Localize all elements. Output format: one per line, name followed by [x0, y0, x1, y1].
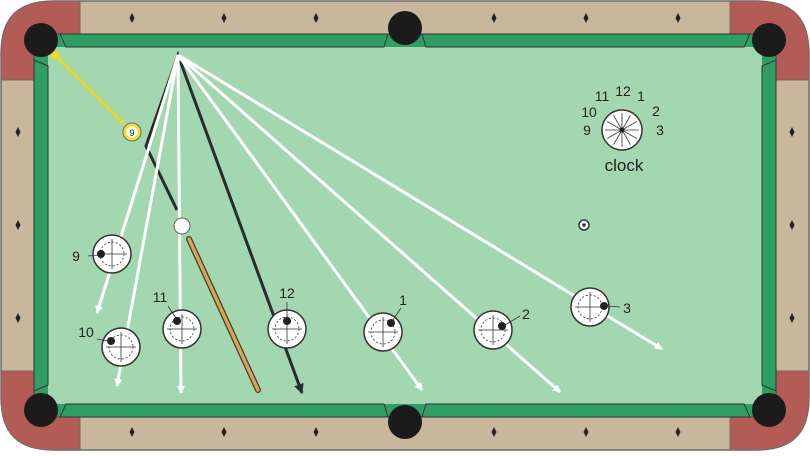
contact-point [387, 319, 395, 327]
cushion-bottom-right [421, 403, 751, 418]
rail-diamond-top-1 [221, 13, 227, 23]
rail-diamond-top-0 [129, 13, 135, 23]
clock-reference: 11 12 1 10 2 9 3 clock [581, 83, 664, 175]
clock-number-9: 9 [583, 122, 591, 138]
cushion-bottom-left [59, 403, 389, 418]
clock-number-11: 11 [595, 88, 610, 104]
contact-point [97, 250, 105, 258]
spin-diagram-12: 12 [267, 285, 307, 349]
spin-diagram-label: 1 [399, 292, 407, 308]
spin-diagram-11: 11 [153, 289, 202, 349]
spin-diagram-2: 2 [473, 306, 530, 350]
rail-diamond-right-2 [789, 313, 795, 323]
contact-point [173, 317, 181, 325]
spin-diagram-label: 3 [623, 300, 631, 316]
contact-point [107, 337, 115, 345]
foot-spot [578, 219, 590, 231]
rail-diamond-bottom-5 [675, 427, 681, 437]
rail-diamond-top-5 [675, 13, 681, 23]
spin-diagram-3: 3 [570, 287, 631, 327]
rail-diamond-left-2 [15, 313, 21, 323]
contact-point [498, 322, 506, 330]
spin-diagram-label: 9 [72, 248, 80, 264]
clock-number-10: 10 [581, 104, 597, 120]
spin-diagram-label: 12 [279, 285, 295, 301]
cushion-top-right [421, 33, 751, 48]
object-ball-path [48, 48, 128, 128]
rail-diamond-right-1 [789, 220, 795, 230]
clock-number-1: 1 [637, 88, 645, 104]
rail-diamond-top-4 [583, 13, 589, 23]
pocket-top-side [388, 11, 422, 45]
rail-diamond-top-3 [491, 13, 497, 23]
clock-number-12: 12 [615, 83, 631, 99]
rail-diamond-bottom-0 [129, 427, 135, 437]
cue-stick [187, 237, 260, 392]
cue-ball [173, 217, 191, 235]
rail-diamond-left-1 [15, 220, 21, 230]
spin-diagram-10: 10 [78, 324, 141, 367]
spin-diagram-label: 2 [522, 306, 530, 322]
nine-ball: 9 [122, 122, 142, 142]
clock-number-3: 3 [656, 122, 664, 138]
rail-diamond-top-2 [313, 13, 319, 23]
clock-label: clock [605, 156, 644, 175]
pocket-top-right [752, 23, 786, 57]
cue-ball-path [144, 50, 304, 394]
cushion-right [761, 59, 777, 392]
rail-diamond-bottom-4 [583, 427, 589, 437]
pocket-bottom-side [388, 405, 422, 439]
rail-diamond-left-0 [15, 127, 21, 137]
pocket-bottom-left [24, 393, 58, 427]
cushion-left [33, 59, 49, 392]
spin-diagram-1: 1 [363, 292, 407, 352]
nine-ball-number: 9 [129, 128, 134, 138]
clock-number-2: 2 [652, 103, 660, 119]
spin-diagram-label: 11 [153, 289, 168, 305]
rail-diamonds [15, 13, 795, 437]
cushion-top-left [59, 33, 389, 48]
contact-point [600, 302, 608, 310]
rail-diamond-right-0 [789, 127, 795, 137]
rail-diamond-bottom-1 [221, 427, 227, 437]
spin-diagram-9: 9 [72, 234, 132, 274]
pocket-top-left [24, 23, 58, 57]
rail-diamond-bottom-3 [491, 427, 497, 437]
contact-point [283, 317, 291, 325]
pocket-bottom-right [752, 393, 786, 427]
felt [48, 47, 762, 404]
spin-diagram-label: 10 [78, 324, 94, 340]
rail-diamond-bottom-2 [313, 427, 319, 437]
